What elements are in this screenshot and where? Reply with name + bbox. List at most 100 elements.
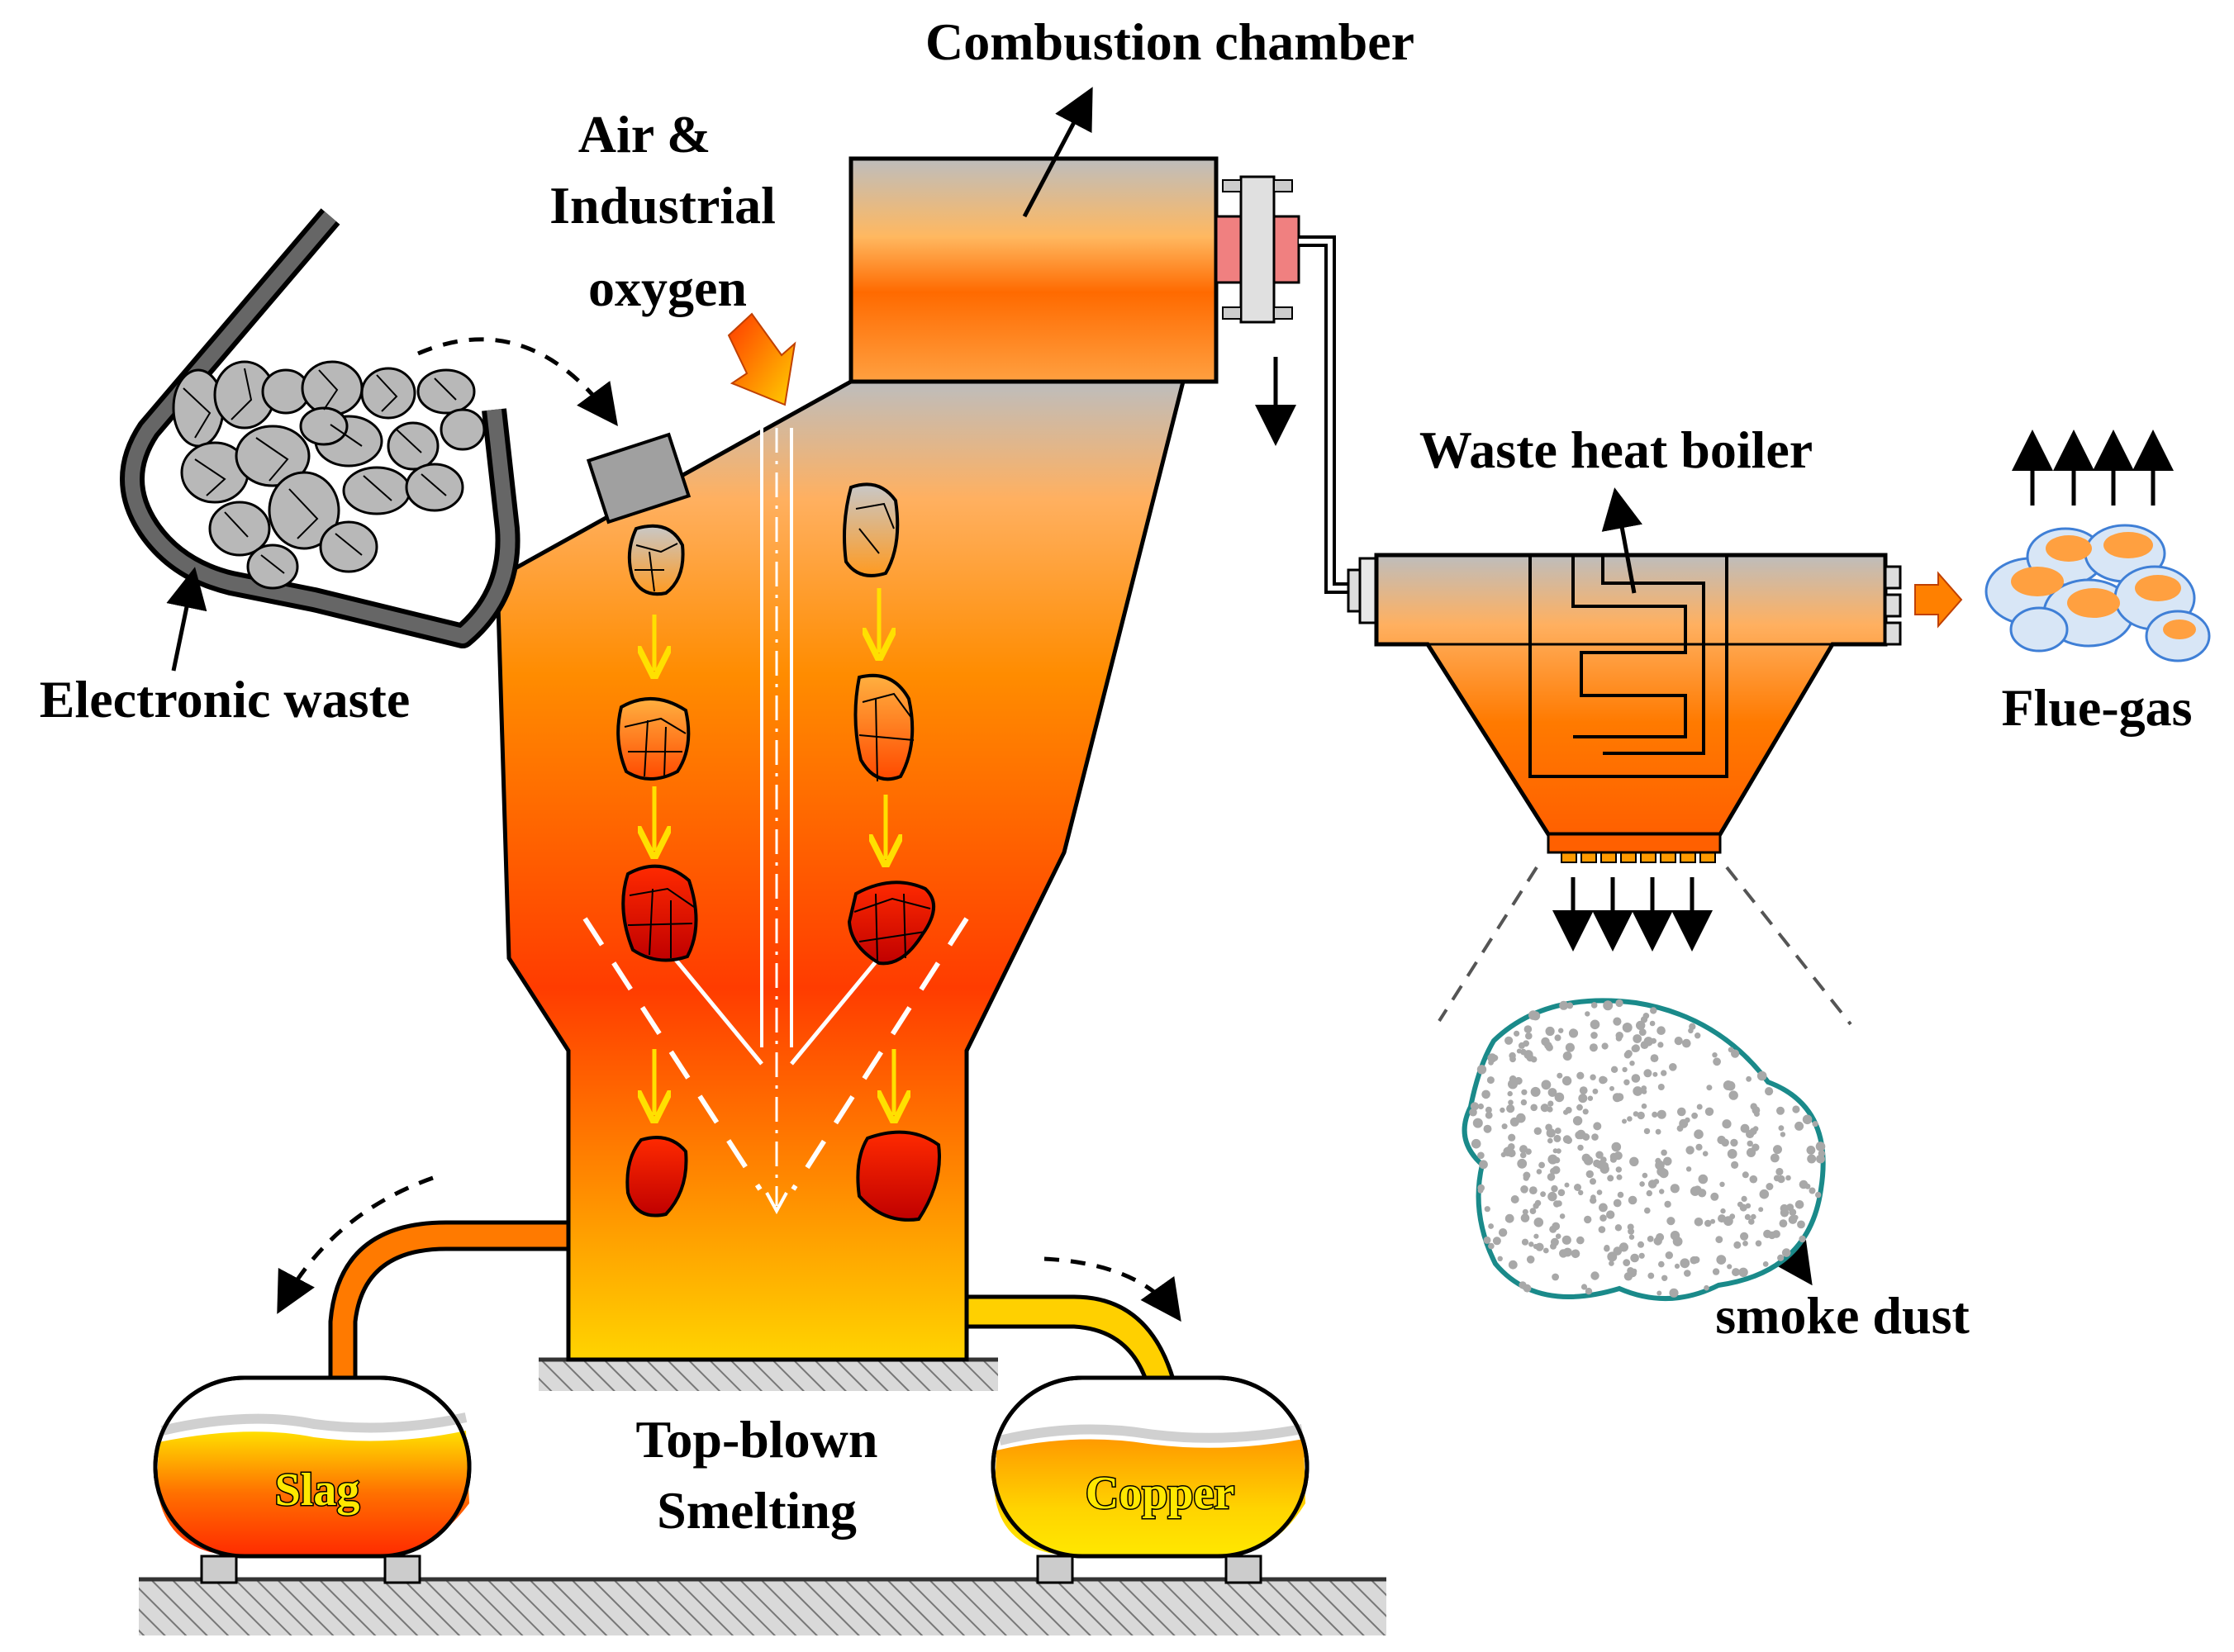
dust-particle: [1794, 1200, 1804, 1209]
dust-particle: [1516, 1113, 1526, 1123]
dust-particle: [1727, 1264, 1733, 1270]
dust-particle: [1561, 1235, 1571, 1245]
dust-particle: [1623, 1051, 1632, 1059]
dust-particle: [1598, 1226, 1606, 1233]
waste-chunk-icon: [627, 524, 685, 596]
dust-particle: [1553, 1156, 1561, 1164]
dust-particle: [1565, 1042, 1575, 1052]
dust-particle: [1477, 1151, 1485, 1160]
dust-particle: [1506, 1104, 1515, 1113]
dust-particle: [1530, 1056, 1538, 1063]
dust-particle: [1755, 1240, 1762, 1247]
dust-particle: [1599, 1203, 1608, 1213]
dust-particle: [1616, 1174, 1623, 1180]
dust-particle: [1530, 1086, 1541, 1097]
dust-particle: [1659, 1189, 1665, 1194]
dust-particle: [1533, 1127, 1542, 1136]
dust-particle: [1585, 1288, 1593, 1295]
dust-particle: [1641, 1103, 1647, 1109]
dust-particle: [1748, 1218, 1755, 1225]
dust-particle: [1540, 1104, 1549, 1113]
dust-particle: [1559, 1000, 1569, 1010]
dust-particle: [1578, 1189, 1584, 1196]
dust-particle: [1547, 1106, 1553, 1113]
dust-particle: [1622, 1118, 1627, 1124]
dust-particle: [1615, 999, 1623, 1008]
dust-particle: [1566, 1002, 1574, 1009]
dust-particle: [1538, 1161, 1545, 1169]
air-oxygen-label-line2: Industrial: [549, 176, 776, 235]
dust-particle: [1596, 1189, 1603, 1195]
dust-particle: [1729, 1213, 1736, 1220]
dust-particle: [1606, 1210, 1615, 1219]
dust-particle: [1486, 1076, 1495, 1085]
waste-chunk-icon: [856, 1130, 941, 1222]
dust-particle: [1590, 1271, 1599, 1280]
dust-particle: [1799, 1180, 1809, 1189]
dust-particle: [1792, 1105, 1800, 1113]
slag-tank: [153, 1375, 472, 1584]
dust-particle: [1485, 1106, 1492, 1113]
dust-particle: [1756, 1070, 1767, 1081]
dust-particle: [1519, 1151, 1527, 1159]
dust-particle: [1542, 1247, 1549, 1254]
dust-particle: [1658, 1260, 1665, 1268]
waste-pile-cracks: [183, 368, 457, 574]
dust-particle: [1485, 1111, 1493, 1119]
dust-particle: [1633, 1034, 1642, 1043]
dust-particle: [1647, 1236, 1654, 1242]
dust-particle: [1740, 1123, 1750, 1133]
combustion-chamber-box: [848, 156, 1219, 384]
dust-particle: [1576, 1236, 1585, 1245]
dust-particle: [1488, 1059, 1494, 1066]
dust-particle: [1528, 1186, 1538, 1194]
dust-particle: [1789, 1208, 1797, 1216]
dust-particle: [1629, 1156, 1639, 1167]
dust-particle: [1600, 1076, 1608, 1084]
dust-particle: [1716, 1255, 1727, 1265]
dust-particle: [1603, 1000, 1614, 1011]
dust-particle: [1670, 1231, 1680, 1241]
dust-particle: [1698, 1174, 1709, 1184]
dust-particle: [1528, 1241, 1534, 1247]
dust-particle: [1523, 1025, 1533, 1033]
dust-particle: [1576, 1104, 1583, 1111]
dust-particle: [1554, 1092, 1565, 1103]
flange-icon: [1214, 175, 1300, 324]
dust-particle: [1591, 1133, 1599, 1141]
dust-particle: [1659, 1168, 1669, 1179]
dust-particle: [1640, 1041, 1649, 1049]
dust-particle: [1579, 1086, 1588, 1094]
dust-particle: [1590, 1002, 1598, 1009]
dust-particle: [1746, 1075, 1752, 1082]
dust-particle: [1522, 1208, 1528, 1215]
dust-particle: [1710, 1192, 1719, 1201]
dust-particle: [1655, 1157, 1661, 1164]
dust-particle: [1631, 1268, 1637, 1275]
dust-particle: [1514, 1030, 1520, 1037]
dust-particle: [1780, 1208, 1790, 1218]
dust-particle: [1657, 1084, 1665, 1090]
dust-particle: [1650, 1007, 1657, 1014]
dust-particle: [1531, 1011, 1541, 1021]
smoke-dust-label: smoke dust: [1715, 1286, 1970, 1345]
dust-particle: [1781, 1248, 1791, 1257]
waste-chunk-icon: [853, 673, 915, 782]
dust-particle: [1554, 1127, 1561, 1134]
feed-port: [586, 432, 692, 525]
waste-chunk-icon: [625, 1136, 688, 1218]
dust-particle: [1564, 1182, 1570, 1188]
dust-particle: [1628, 1195, 1637, 1205]
dust-particle: [1488, 1242, 1495, 1250]
dust-particle: [1696, 1104, 1703, 1110]
dust-particle: [1788, 1215, 1798, 1224]
dust-particle: [1541, 1080, 1552, 1090]
dust-particle: [1547, 1173, 1556, 1181]
waste-heat-boiler-label: Waste heat boiler: [1419, 420, 1813, 479]
dust-particle: [1694, 1129, 1704, 1139]
dust-particle: [1521, 1089, 1528, 1095]
dust-particle: [1615, 1166, 1623, 1173]
boiler-outlet: [1884, 565, 1902, 646]
dust-particle: [1720, 1208, 1726, 1214]
